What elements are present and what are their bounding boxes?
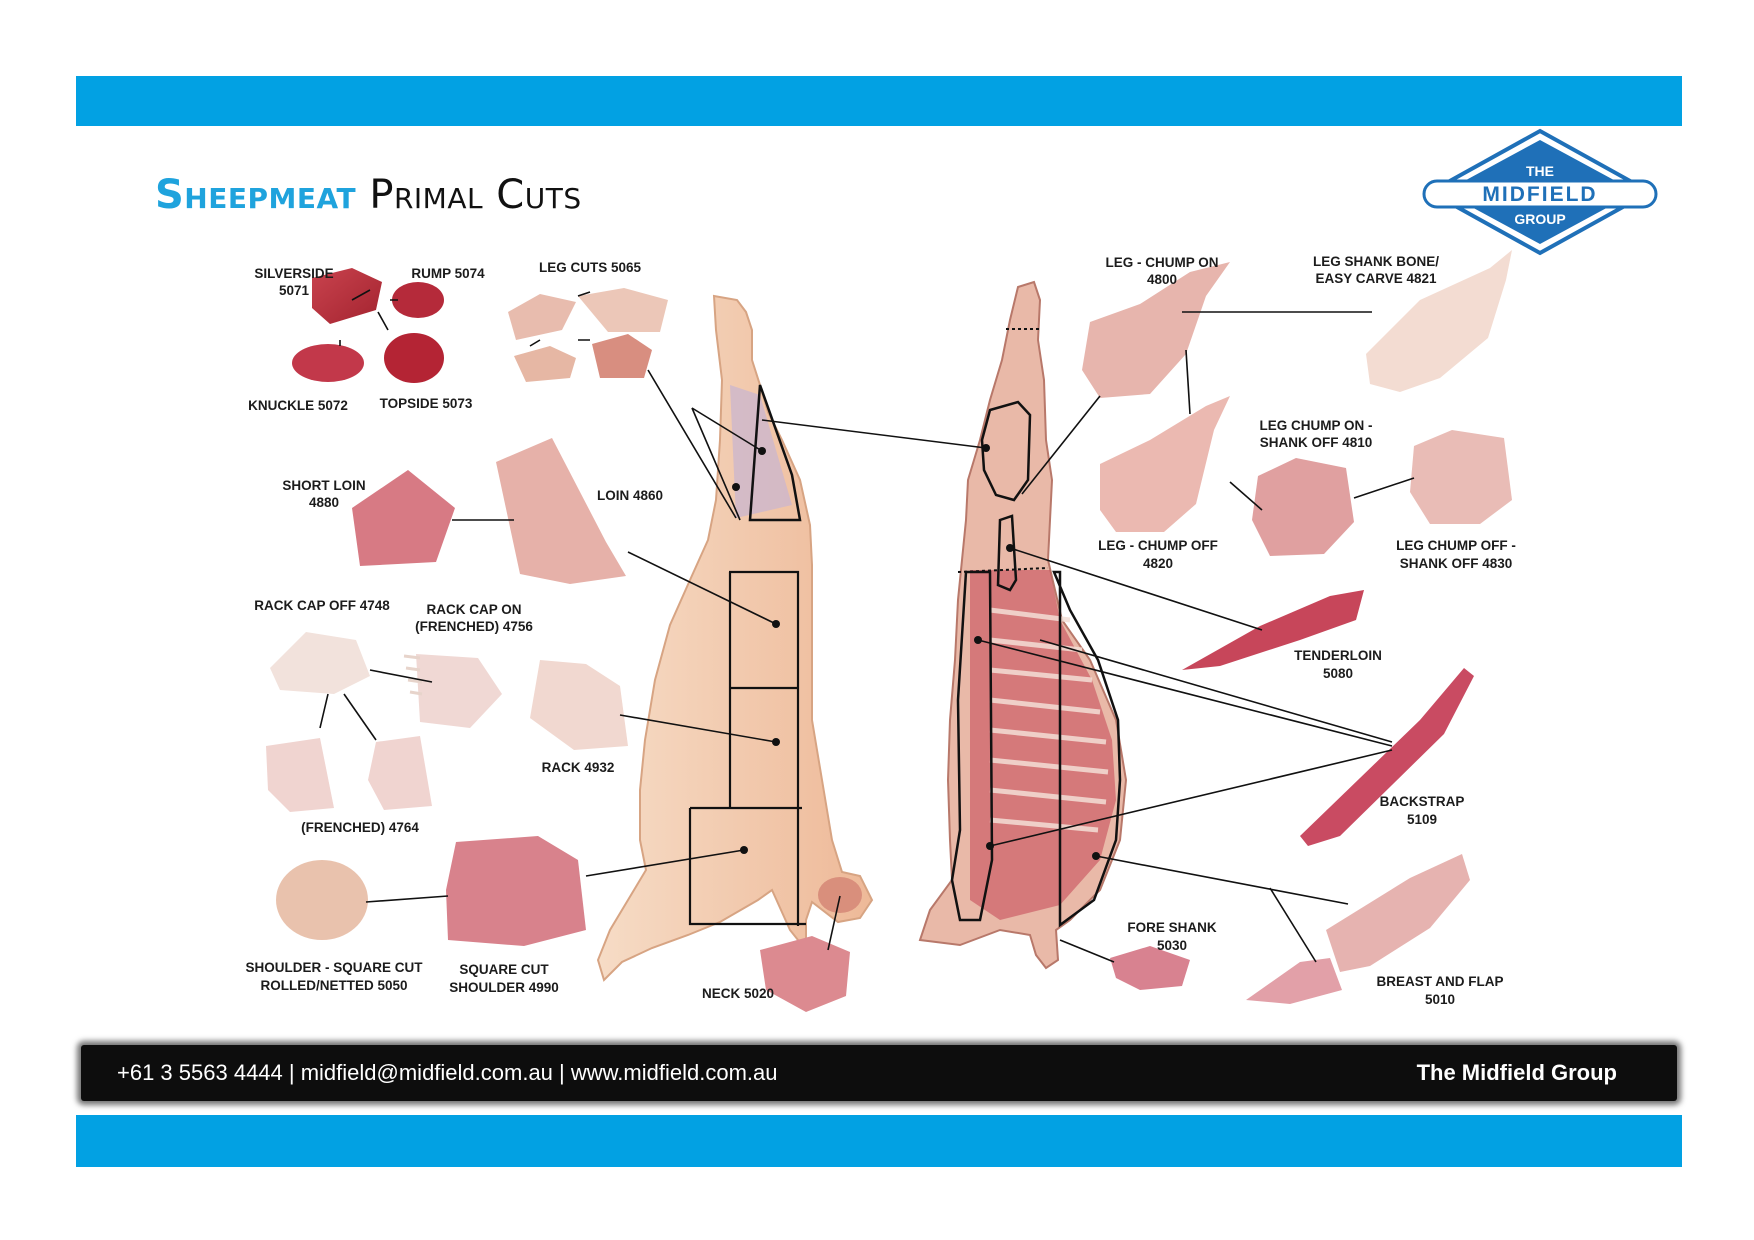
carcass-exterior xyxy=(596,294,874,982)
rack-cap-on-bones xyxy=(403,654,423,696)
frenched-image-1 xyxy=(266,738,334,812)
label-rump: RUMP 5074 xyxy=(411,266,485,281)
rack-cap-on-image xyxy=(416,654,502,728)
leg-chump-off-shank-off-image xyxy=(1410,430,1512,524)
square-cut-shoulder-image xyxy=(446,836,586,946)
label-rack: RACK 4932 xyxy=(542,760,615,775)
page-title: Sheepmeat Primal Cuts xyxy=(155,172,582,218)
label-leg-chump-off-shank-off: LEG CHUMP OFF -SHANK OFF 4830 xyxy=(1396,538,1516,571)
breast-and-flap-image-1 xyxy=(1326,854,1470,972)
leg-cuts-image-4 xyxy=(592,334,652,378)
label-leg-chump-on-shank-off: LEG CHUMP ON -SHANK OFF 4810 xyxy=(1259,418,1372,450)
leader-dots xyxy=(732,444,1100,860)
label-loin: LOIN 4860 xyxy=(597,488,663,503)
rack-cap-off-image xyxy=(270,632,370,694)
tenderloin-image xyxy=(1182,590,1364,670)
label-rack-cap-on: RACK CAP ON(FRENCHED) 4756 xyxy=(415,602,533,634)
breast-and-flap-image-2 xyxy=(1246,958,1342,1004)
logo-line-the: THE xyxy=(1526,163,1554,179)
rump-image xyxy=(392,282,444,318)
leg-chump-on-image xyxy=(1082,262,1230,398)
silverside-image xyxy=(312,268,382,324)
leg-cuts-image-2 xyxy=(578,288,668,332)
leg-chump-off-image xyxy=(1100,396,1230,532)
label-neck: NECK 5020 xyxy=(702,986,774,1001)
neck-image xyxy=(760,936,850,1012)
backstrap-image xyxy=(1300,668,1474,846)
label-topside: TOPSIDE 5073 xyxy=(380,396,473,411)
leg-cuts-image-1 xyxy=(508,294,576,340)
footer-bar: +61 3 5563 4444 | midfield@midfield.com.… xyxy=(81,1045,1677,1101)
label-leg-cuts: LEG CUTS 5065 xyxy=(539,260,642,275)
rack-image xyxy=(530,660,628,750)
leg-shank-bone-image xyxy=(1366,250,1512,392)
leader-lines xyxy=(319,289,1415,963)
shoulder-rolled-image xyxy=(276,860,368,940)
footer-brand: The Midfield Group xyxy=(1416,1060,1617,1085)
fore-shank-image xyxy=(1110,946,1190,990)
frenched-image-2 xyxy=(368,736,432,810)
label-rack-cap-off: RACK CAP OFF 4748 xyxy=(254,598,390,613)
topside-image xyxy=(384,333,444,383)
logo-line-group: GROUP xyxy=(1514,211,1565,227)
leg-chump-on-shank-off-image xyxy=(1252,458,1354,556)
label-leg-shank-bone: LEG SHANK BONE/EASY CARVE 4821 xyxy=(1313,254,1439,286)
title-highlight: Sheepmeat xyxy=(155,172,357,218)
cut-images xyxy=(266,250,1512,1012)
midfield-logo: THE MIDFIELD GROUP xyxy=(1422,128,1658,256)
label-knuckle: KNUCKLE 5072 xyxy=(248,398,348,413)
leg-cuts-image-3 xyxy=(514,346,576,382)
loin-image xyxy=(496,438,626,584)
label-frenched: (FRENCHED) 4764 xyxy=(301,820,419,835)
short-loin-image xyxy=(352,470,455,566)
top-accent-band xyxy=(76,76,1682,126)
title-rest: Primal Cuts xyxy=(369,172,582,218)
bottom-accent-band xyxy=(76,1115,1682,1167)
contact-info: +61 3 5563 4444 | midfield@midfield.com.… xyxy=(117,1060,778,1085)
knuckle-image xyxy=(292,344,364,382)
logo-line-midfield: MIDFIELD xyxy=(1482,183,1597,206)
